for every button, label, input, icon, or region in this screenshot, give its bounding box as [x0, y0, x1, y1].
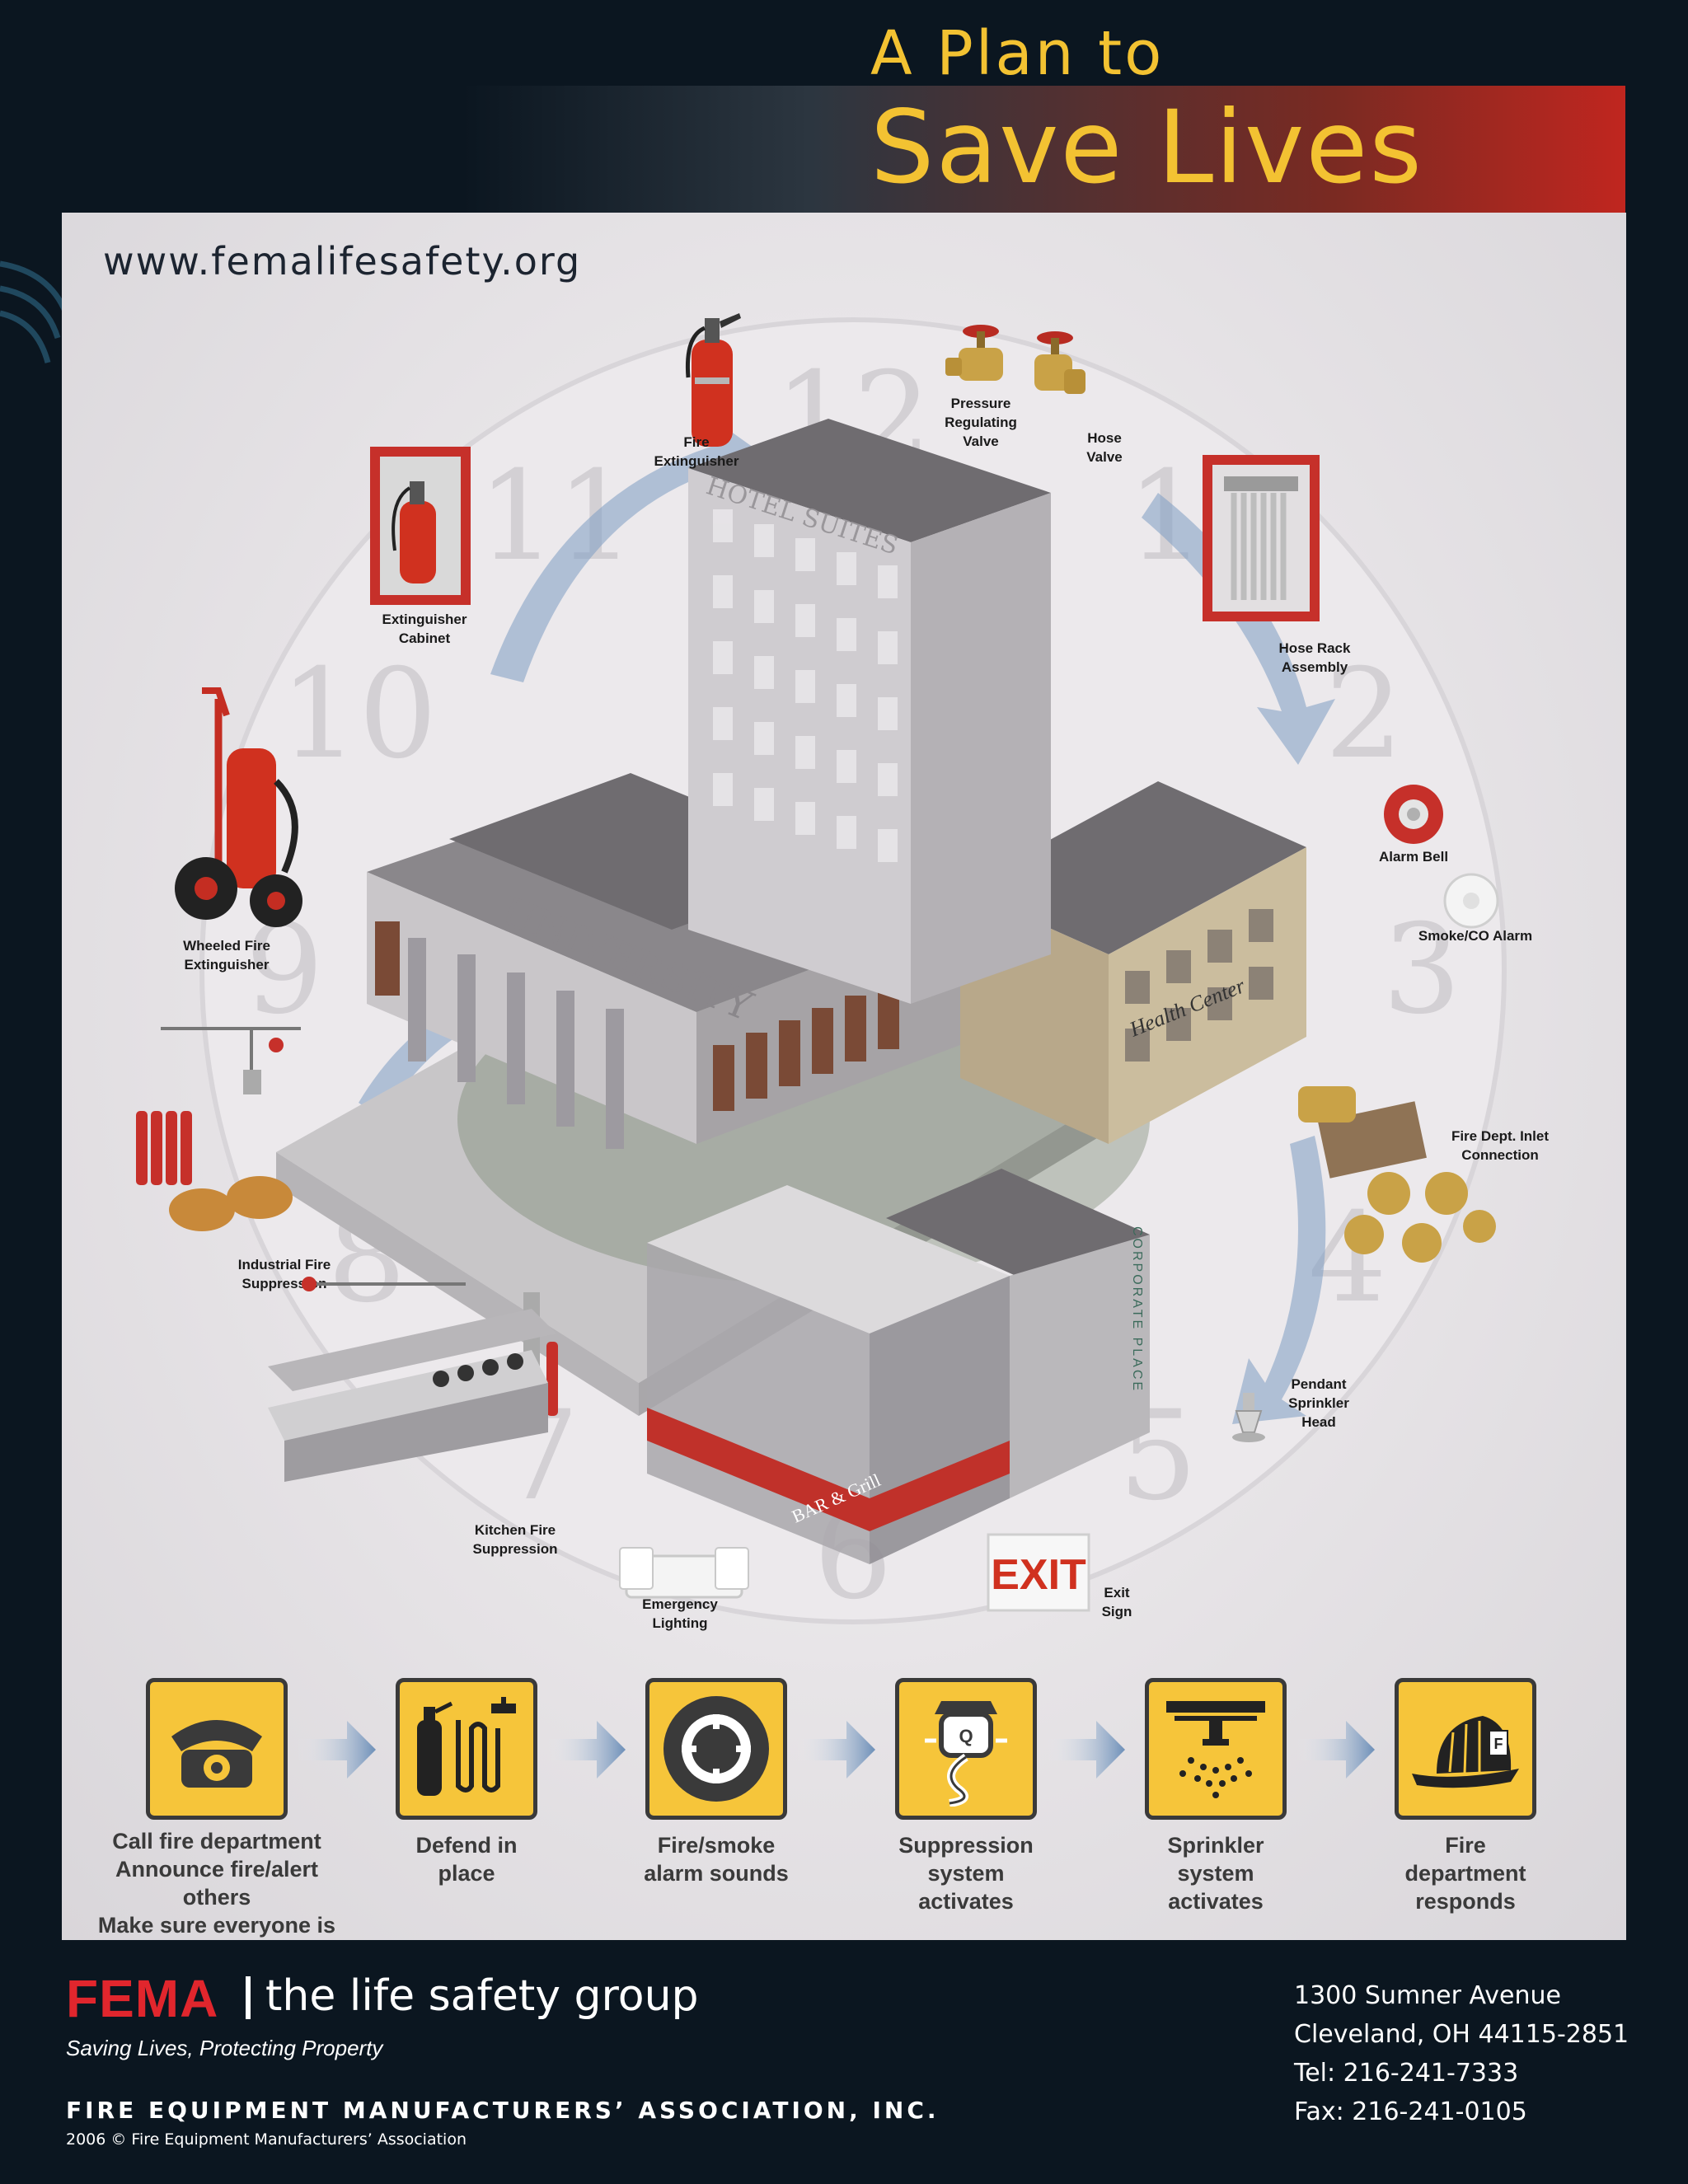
- life-safety-group-text: the life safety group: [265, 1971, 699, 2021]
- extinguisher-cabinet-icon: [370, 447, 471, 605]
- step-arrow-3: [797, 1721, 875, 1779]
- sweep-arrow-right: [1232, 1136, 1326, 1424]
- title-line-1: A Plan to: [870, 18, 1165, 89]
- step-5-line-2: system: [1177, 1861, 1254, 1886]
- step-5-line-3: activates: [1168, 1889, 1264, 1914]
- alarm-bell-icon: [1384, 785, 1443, 844]
- title-line-2: Save Lives: [870, 89, 1423, 206]
- website-url[interactable]: www.femalifesafety.org: [103, 239, 582, 284]
- sweep-arrow-top-left: [490, 419, 771, 682]
- exit-sign-label: Exit Sign: [1101, 1585, 1132, 1619]
- sprinkler-icon: [1166, 1701, 1265, 1798]
- step-5-caption: Sprinkler system activates: [1092, 1831, 1339, 1915]
- exit-sign-icon: EXIT: [987, 1533, 1090, 1612]
- hotel-tower: HOTEL SUITES: [688, 419, 1051, 1004]
- clock-number-2: 2: [1325, 643, 1403, 786]
- pressure-regulating-valve-icon: [945, 325, 1003, 381]
- step-1-line-1: Call fire department: [112, 1829, 321, 1854]
- pendant-sprinkler-head-icon: [1232, 1393, 1265, 1442]
- logo-divider: [246, 1976, 251, 2019]
- step-arrow-2: [547, 1721, 626, 1779]
- clock-numbers: 12 1 2 3 4 5 6 7 8 9 10 11: [245, 346, 1461, 1627]
- address-phone: Tel: 216-241-7333: [1294, 2059, 1519, 2088]
- step-1-icon-tile: [146, 1678, 288, 1820]
- suppression-nozzle-icon: Q: [925, 1701, 1007, 1807]
- hose-valve-label: Hose Valve: [1086, 430, 1123, 465]
- step-4-line-3: activates: [918, 1889, 1014, 1914]
- bar-and-grill-building: BAR & Grill CORPORATE PLACE: [647, 1169, 1150, 1564]
- step-arrow-5: [1296, 1721, 1375, 1779]
- step-2-caption: Defend in place: [343, 1831, 590, 1887]
- step-1-line-3: Make sure everyone is safe: [97, 1913, 336, 1938]
- kitchen-fire-suppression-icon: [268, 1277, 558, 1482]
- pendant-sprinkler-head-label: Pendant Sprinkler Head: [1288, 1376, 1349, 1430]
- step-6-line-3: responds: [1415, 1889, 1516, 1914]
- header: A Plan to Save Lives: [0, 0, 1688, 214]
- fire-extinguisher-icon: [685, 313, 741, 447]
- step-3-line-2: alarm sounds: [644, 1861, 789, 1886]
- clock-number-10: 10: [280, 643, 438, 786]
- industrial-fire-suppression-icon: [136, 1027, 301, 1231]
- step-6-line-1: Fire: [1445, 1833, 1486, 1858]
- fire-dept-inlet-connection-label: Fire Dept. Inlet Connection: [1451, 1128, 1550, 1163]
- fire-extinguisher-label: Fire Extinguisher: [654, 434, 739, 469]
- step-1-caption: Call fire department Announce fire/alert…: [93, 1827, 340, 1940]
- extinguisher-cabinet-label: Extinguisher Cabinet: [382, 612, 467, 646]
- wheeled-fire-extinguisher-label: Wheeled Fire Extinguisher: [183, 938, 270, 972]
- step-4-line-2: system: [927, 1861, 1005, 1886]
- hose-valve-icon: [1034, 331, 1085, 394]
- alarm-bell-label: Alarm Bell: [1378, 849, 1449, 865]
- sweep-arrow-top-right: [1142, 493, 1335, 765]
- fire-dept-inlet-connection-icon: [1298, 1086, 1496, 1263]
- step-6-caption: Fire department responds: [1342, 1831, 1589, 1915]
- step-2-line-2: place: [438, 1861, 495, 1886]
- wheeled-fire-extinguisher-icon: [175, 687, 302, 927]
- step-6-line-2: department: [1404, 1861, 1526, 1886]
- step-5-line-1: Sprinkler: [1167, 1833, 1264, 1858]
- footer-tagline: Saving Lives, Protecting Property: [66, 2036, 383, 2060]
- smoke-co-alarm-label: Smoke/CO Alarm: [1418, 928, 1533, 944]
- step-3-caption: Fire/smoke alarm sounds: [593, 1831, 840, 1887]
- fema-logo: FEMA: [66, 1969, 219, 2028]
- association-name: FIRE EQUIPMENT MANUFACTURERS’ ASSOCIATIO…: [66, 2097, 940, 2124]
- pressure-regulating-valve-label: Pressure Regulating Valve: [945, 396, 1017, 449]
- illustration-panel: www.femalifesafety.org 12 1 2 3 4 5 6 7 …: [62, 213, 1626, 1940]
- step-3-icon-tile: [645, 1678, 787, 1820]
- smoke-alarm-icon: [663, 1696, 769, 1802]
- step-arrow-4: [1047, 1721, 1125, 1779]
- step-6-icon-tile: F: [1395, 1678, 1536, 1820]
- step-3-line-1: Fire/smoke: [657, 1833, 776, 1858]
- svg-text:Q: Q: [959, 1726, 973, 1746]
- hose-rack-assembly-label: Hose Rack Assembly: [1278, 640, 1351, 675]
- address-street: 1300 Sumner Avenue: [1294, 1981, 1561, 2010]
- step-2-line-1: Defend in: [415, 1833, 518, 1858]
- telephone-icon: [171, 1720, 262, 1788]
- svg-text:F: F: [1494, 1736, 1503, 1752]
- step-4-caption: Suppression system activates: [842, 1831, 1090, 1915]
- firefighter-helmet-icon: F: [1412, 1716, 1519, 1788]
- hose-rack-assembly-icon: [1203, 455, 1320, 621]
- step-1-line-2: Announce fire/alert others: [115, 1857, 319, 1910]
- address-fax: Fax: 216-241-0105: [1294, 2097, 1527, 2126]
- step-4-icon-tile: Q: [895, 1678, 1037, 1820]
- corporate-place-sign: CORPORATE PLACE: [1130, 1226, 1144, 1393]
- smoke-co-alarm-icon: [1443, 873, 1499, 929]
- title-banner: [462, 86, 1625, 213]
- step-2-icon-tile: [396, 1678, 537, 1820]
- contact-address: 1300 Sumner Avenue Cleveland, OH 44115-2…: [1294, 1976, 1629, 2131]
- copyright-notice: 2006 © Fire Equipment Manufacturers’ Ass…: [66, 2130, 467, 2149]
- step-4-line-1: Suppression: [898, 1833, 1034, 1858]
- extinguisher-hose-icon: [417, 1697, 516, 1796]
- clock-number-3: 3: [1382, 898, 1461, 1042]
- step-5-icon-tile: [1145, 1678, 1287, 1820]
- kitchen-fire-suppression-label: Kitchen Fire Suppression: [472, 1522, 558, 1557]
- address-city: Cleveland, OH 44115-2851: [1294, 2020, 1629, 2049]
- decorative-swirl: [0, 0, 384, 379]
- exit-sign-text: EXIT: [991, 1551, 1086, 1599]
- emergency-lighting-icon: [619, 1547, 749, 1599]
- emergency-lighting-label: Emergency Lighting: [642, 1596, 718, 1631]
- step-arrow-1: [298, 1721, 376, 1779]
